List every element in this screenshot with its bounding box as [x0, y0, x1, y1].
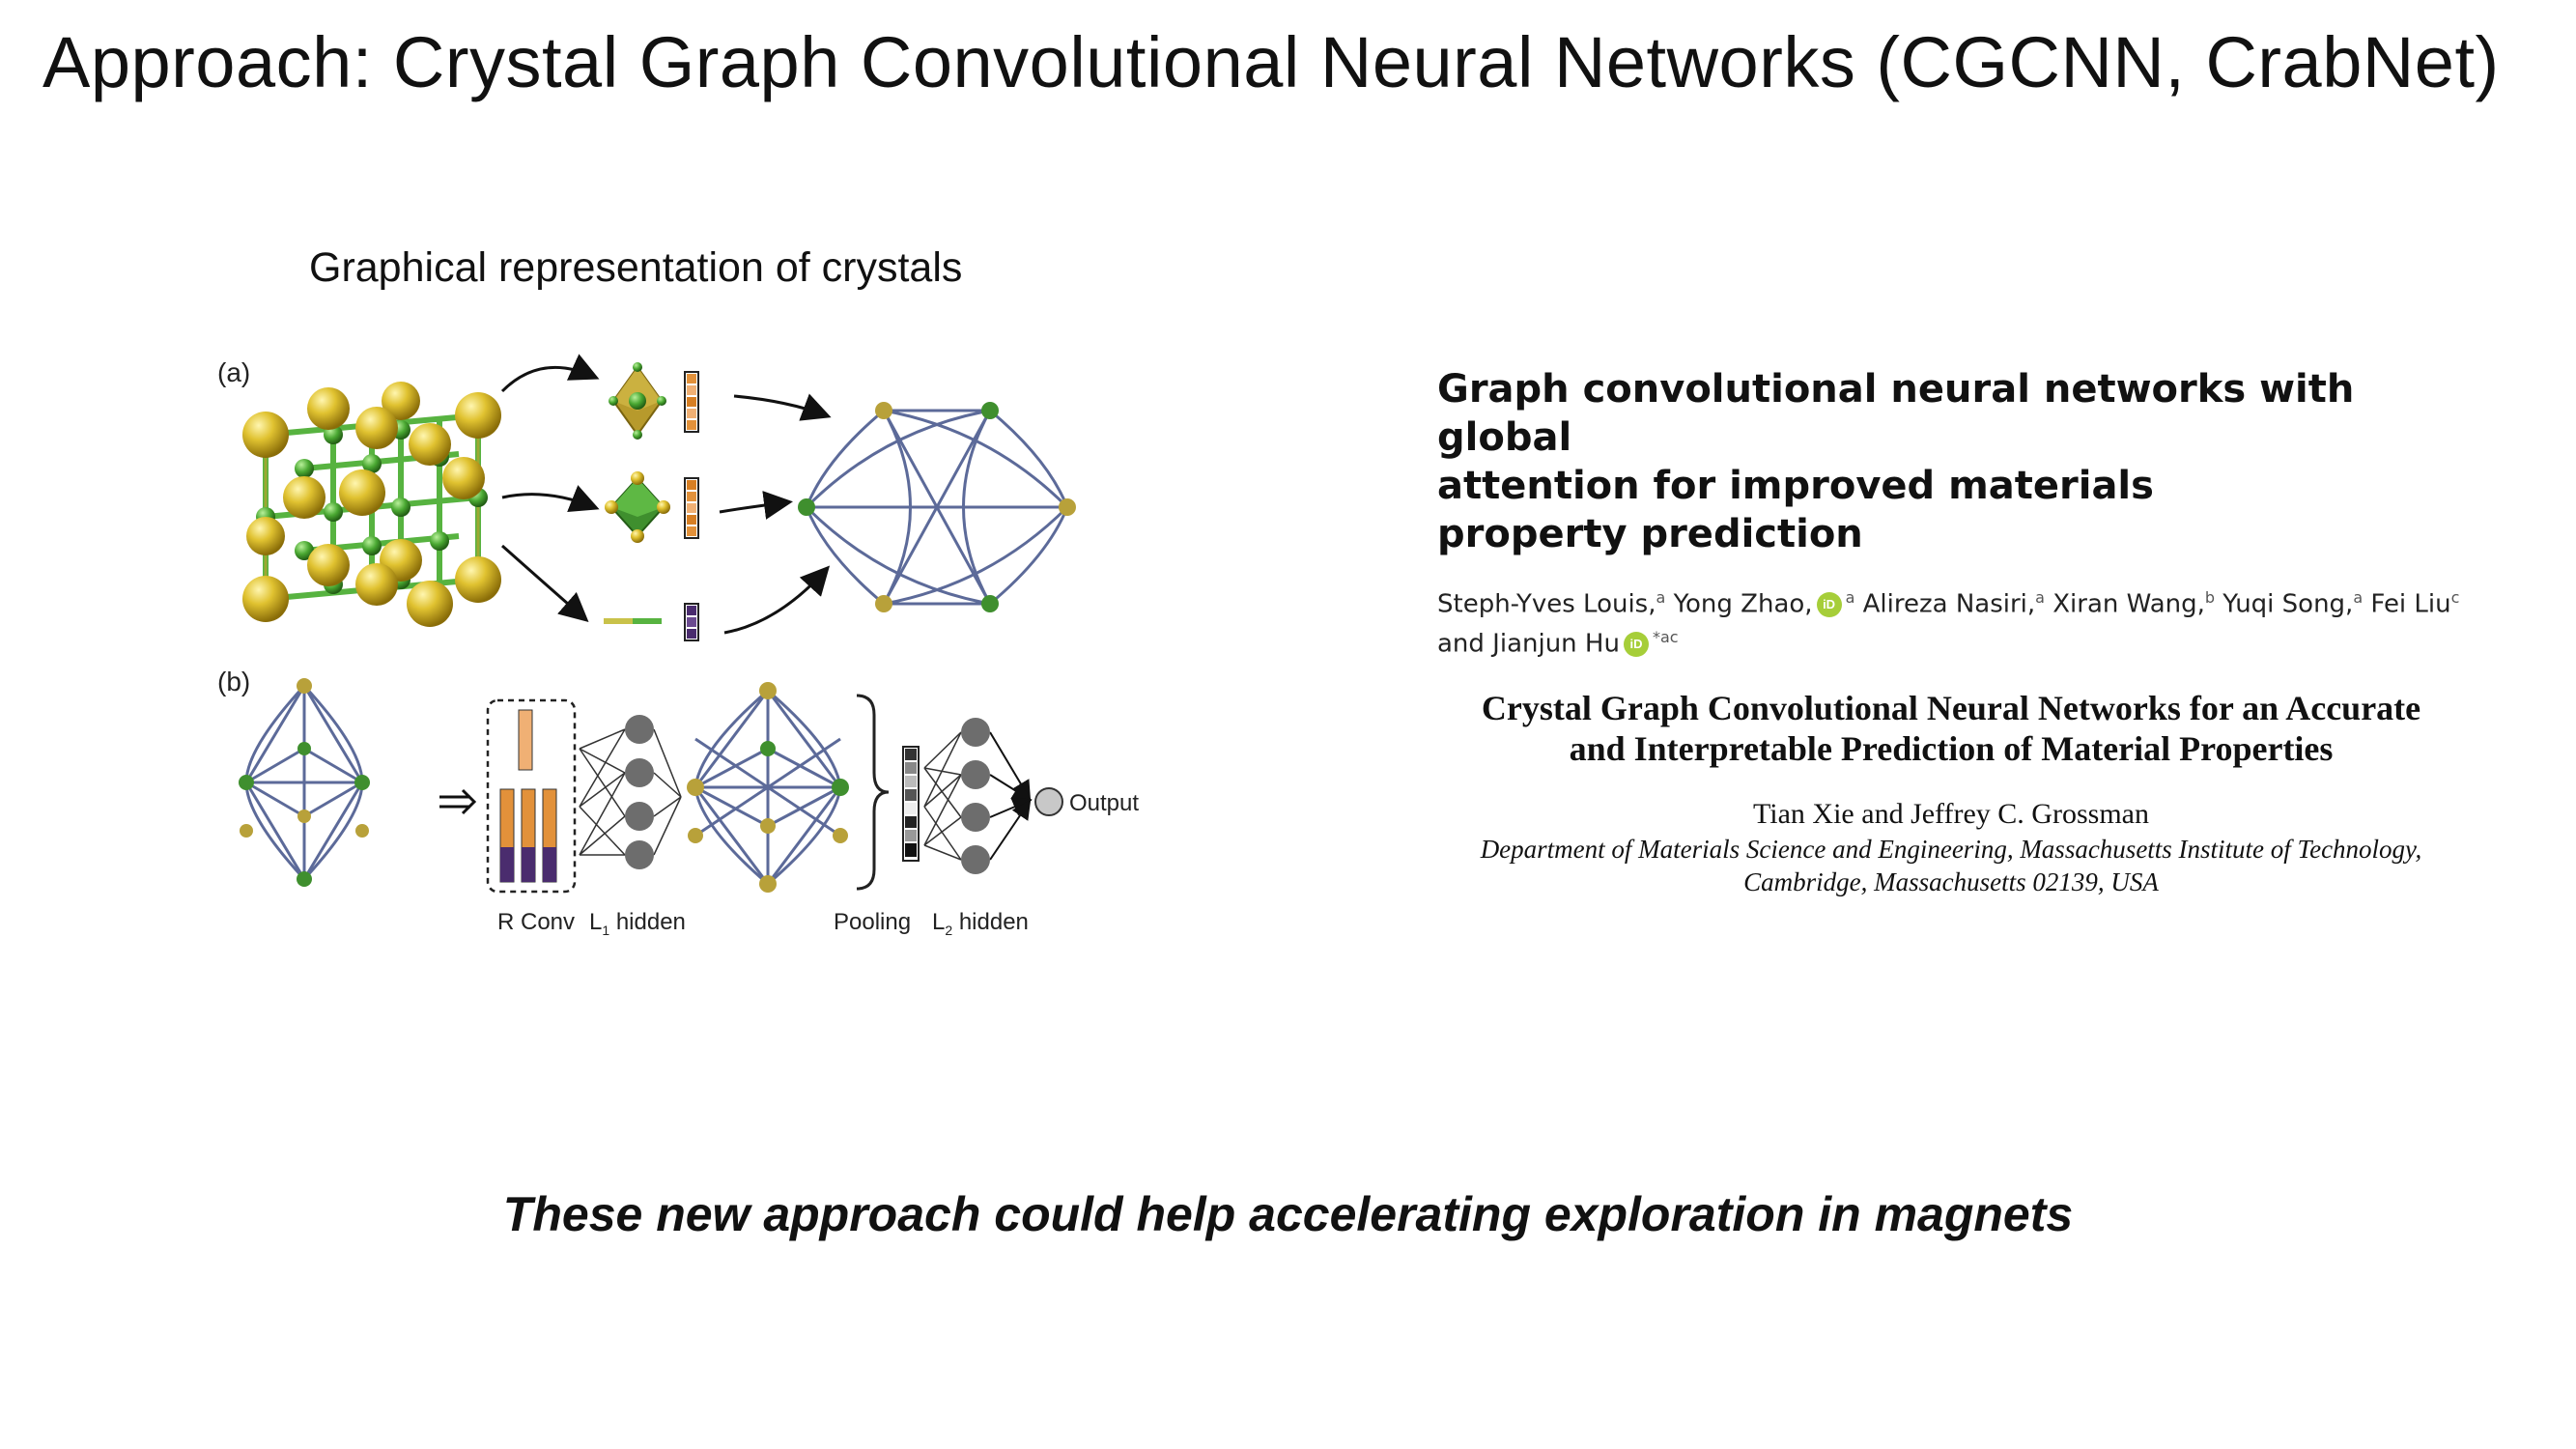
pooling-brace: [856, 694, 890, 891]
output-node: [1034, 787, 1063, 816]
panel-a-label: (a): [217, 357, 250, 387]
slide-tagline: These new approach could help accelerati…: [502, 1187, 2074, 1241]
input-graph-b: [239, 678, 370, 887]
rconv-block: [486, 698, 577, 894]
paper2-title: Crystal Graph Convolutional Neural Netwo…: [1481, 689, 2421, 768]
paper-header-cgcnn: Crystal Graph Convolutional Neural Netwo…: [1420, 688, 2482, 898]
crystal-lattice: [242, 382, 501, 627]
l2-hidden-layer: [923, 718, 1033, 874]
green-octahedron-environment: [605, 471, 670, 543]
crystal-graph-a: [798, 402, 1076, 612]
crystal-graph-figure: (a) (b): [217, 354, 1139, 938]
l2-hidden-label: L2 hidden: [932, 909, 1029, 938]
pooled-vector: [902, 746, 920, 862]
l1-hidden-label: L1 hidden: [589, 909, 686, 938]
feature-vector-2: [684, 477, 699, 539]
paper1-title: Graph convolutional neural networks with…: [1437, 367, 2355, 556]
paper2-affiliation: Department of Materials Science and Engi…: [1480, 835, 2422, 896]
figure-caption: Graphical representation of crystals: [309, 244, 963, 291]
output-label: Output: [1069, 790, 1139, 816]
paper-header-gcnn-global-attention: Graph convolutional neural networks with…: [1437, 365, 2500, 660]
l1-hidden-layer: [579, 715, 682, 869]
orcid-icon: iD: [1816, 592, 1842, 618]
paper2-authors: Tian Xie and Jeffrey C. Grossman: [1753, 798, 2149, 830]
octahedron-environment: [609, 362, 666, 440]
updated-graph-b: [687, 682, 849, 893]
transform-arrow: [439, 788, 477, 815]
panel-b-label: (b): [217, 667, 250, 696]
feature-vector-3: [684, 603, 699, 641]
slide-title: Approach: Crystal Graph Convolutional Ne…: [42, 22, 2500, 102]
orcid-icon: iD: [1623, 631, 1649, 657]
pooling-label: Pooling: [834, 909, 911, 935]
feature-vector-1: [684, 371, 699, 433]
rconv-label: R Conv: [497, 909, 575, 935]
